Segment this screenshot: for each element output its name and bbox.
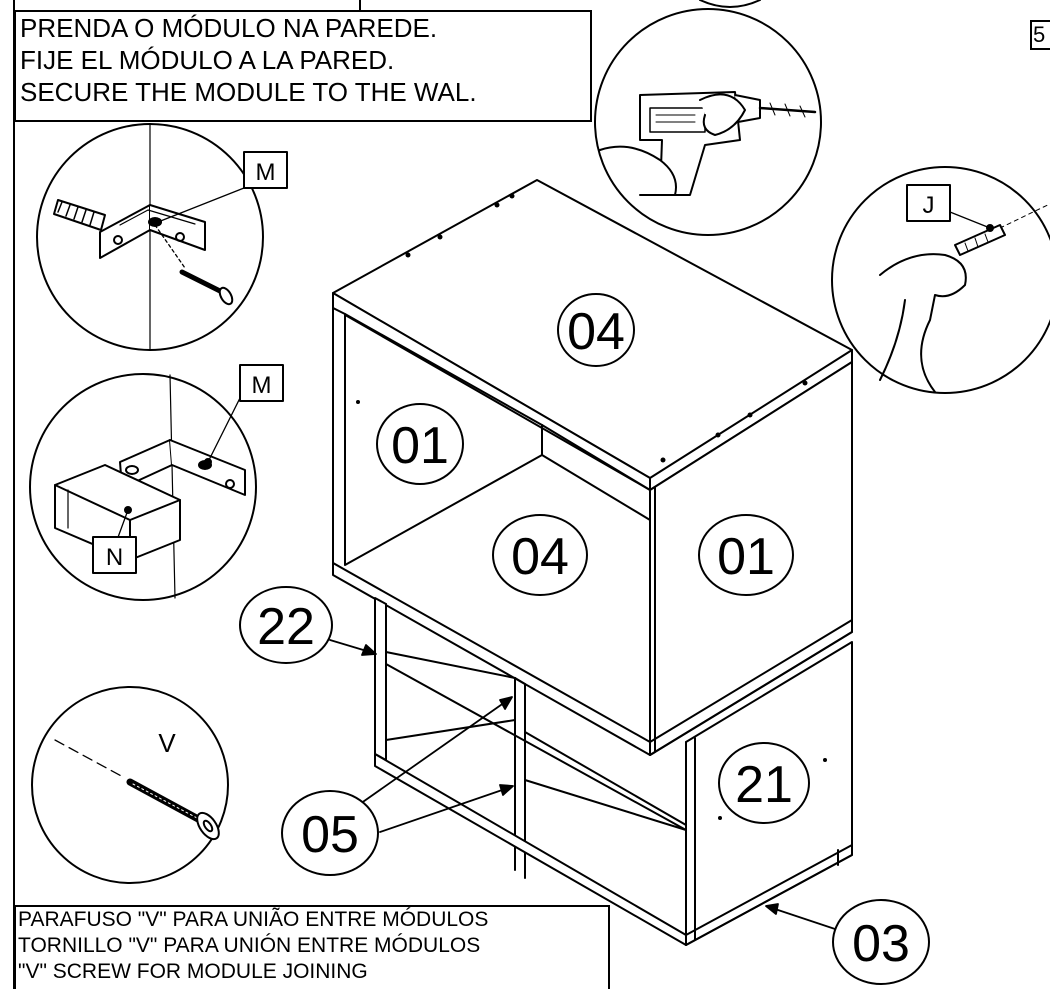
joining-screw-icon: [126, 778, 220, 841]
lower-module: [374, 597, 853, 946]
screw-icon: [179, 269, 234, 306]
part-circle-middle-shelf: [492, 514, 588, 596]
part-circle-top: [557, 293, 635, 367]
label-box-j: [906, 184, 951, 222]
instruction-line-en: SECURE THE MODULE TO THE WAL.: [20, 77, 477, 107]
drill-icon: [599, 91, 817, 196]
part-circle-lower-right: [718, 742, 810, 824]
label-v: V: [158, 728, 176, 758]
instruction-box: PRENDA O MÓDULO NA PAREDE. FIJE EL MÓDUL…: [14, 10, 592, 122]
part-number-lower-side-left: 22: [257, 598, 315, 656]
part-number-middle-shelf: 04: [511, 528, 569, 586]
screw-note-box: PARAFUSO "V" PARA UNIÃO ENTRE MÓDULOS TO…: [14, 905, 610, 989]
step-number: 5: [1030, 20, 1050, 50]
part-number-dividers: 05: [301, 806, 359, 864]
label-box-m-lower: [239, 364, 284, 402]
detail-anchor-circle: [831, 166, 1050, 394]
note-line-en: "V" SCREW FOR MODULE JOINING: [18, 960, 368, 983]
top-arc-mark: [699, 0, 761, 8]
part-circle-lower-left: [239, 586, 333, 664]
part-number-base: 03: [852, 915, 910, 973]
instruction-line-es: FIJE EL MÓDULO A LA PARED.: [20, 45, 395, 75]
part-number-right-side: 01: [717, 528, 775, 586]
corner-bracket-icon: [99, 204, 206, 259]
label-m-lower: M: [252, 372, 272, 399]
instruction-line-pt: PRENDA O MÓDULO NA PAREDE.: [20, 13, 438, 43]
cover-cap-icon: [54, 464, 181, 561]
detail-wall-bracket-circle: [36, 123, 264, 351]
part-circle-dividers: [281, 790, 379, 876]
detail-screw-v-circle: [31, 686, 229, 884]
part-number-lower-side-right: 21: [735, 756, 793, 814]
label-n: N: [106, 544, 123, 571]
hand-icon: [879, 253, 967, 393]
part-circle-base: [832, 899, 930, 985]
callout-arrows: [329, 639, 839, 931]
part-circle-left-side: [376, 403, 464, 485]
part-circle-right-side: [698, 514, 794, 596]
wall-plug-icon: [53, 199, 106, 231]
label-box-m-top: [243, 151, 288, 189]
part-number-top-panel: 04: [567, 303, 625, 361]
part-number-left-side: 01: [391, 417, 449, 475]
label-j: J: [923, 192, 935, 219]
label-box-n: [92, 536, 137, 574]
detail-drill-circle: [594, 8, 822, 236]
note-line-es: TORNILLO "V" PARA UNIÓN ENTRE MÓDULOS: [18, 934, 481, 957]
label-m-top: M: [256, 159, 276, 186]
part-callouts: [239, 293, 930, 985]
anchor-plug-icon: [954, 224, 1006, 256]
note-line-pt: PARAFUSO "V" PARA UNIÃO ENTRE MÓDULOS: [18, 908, 489, 931]
detail-bracket-cover-circle: [29, 373, 257, 601]
